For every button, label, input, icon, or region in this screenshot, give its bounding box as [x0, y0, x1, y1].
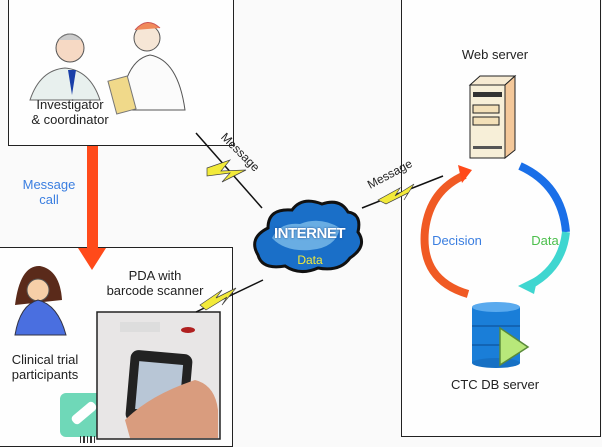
investigator-label: Investigator & coordinator: [31, 97, 109, 127]
pda-label: PDA with barcode scanner: [106, 268, 204, 298]
web-server-label: Web server: [461, 47, 529, 62]
bandage-barcode-icon: [60, 393, 106, 443]
internet-cloud-icon: [253, 199, 364, 273]
data-arrow: [518, 162, 570, 294]
message-call-arrow: [78, 146, 106, 270]
lightning-bolt-icon: [199, 287, 237, 311]
play-icon: [499, 326, 530, 367]
doctor-icon: [29, 33, 101, 101]
decision-arrow: [420, 165, 472, 298]
database-icon: [472, 302, 530, 368]
investigator-internet-link: [195, 132, 263, 209]
investigator-box: [8, 0, 234, 146]
lightning-bolt-icon: [377, 183, 415, 205]
internet-webserver-link: [361, 175, 444, 209]
decision-label: Decision: [432, 233, 482, 248]
clipboard-icon: [107, 75, 137, 115]
coordinator-icon: [107, 22, 186, 115]
message-call-label: Message call: [22, 177, 76, 207]
data-label: Data: [531, 233, 559, 248]
web-server-icon: [468, 74, 517, 160]
db-server-label: CTC DB server: [450, 377, 540, 392]
lightning-bolt-icon: [206, 159, 247, 183]
participants-label: Clinical trial participants: [11, 352, 79, 382]
internet-title: INTERNET: [274, 225, 346, 242]
internet-data-label: Data: [297, 253, 323, 267]
participant-icon: [14, 265, 67, 336]
pda-internet-link: [195, 279, 264, 313]
pda-photo: [96, 311, 221, 440]
